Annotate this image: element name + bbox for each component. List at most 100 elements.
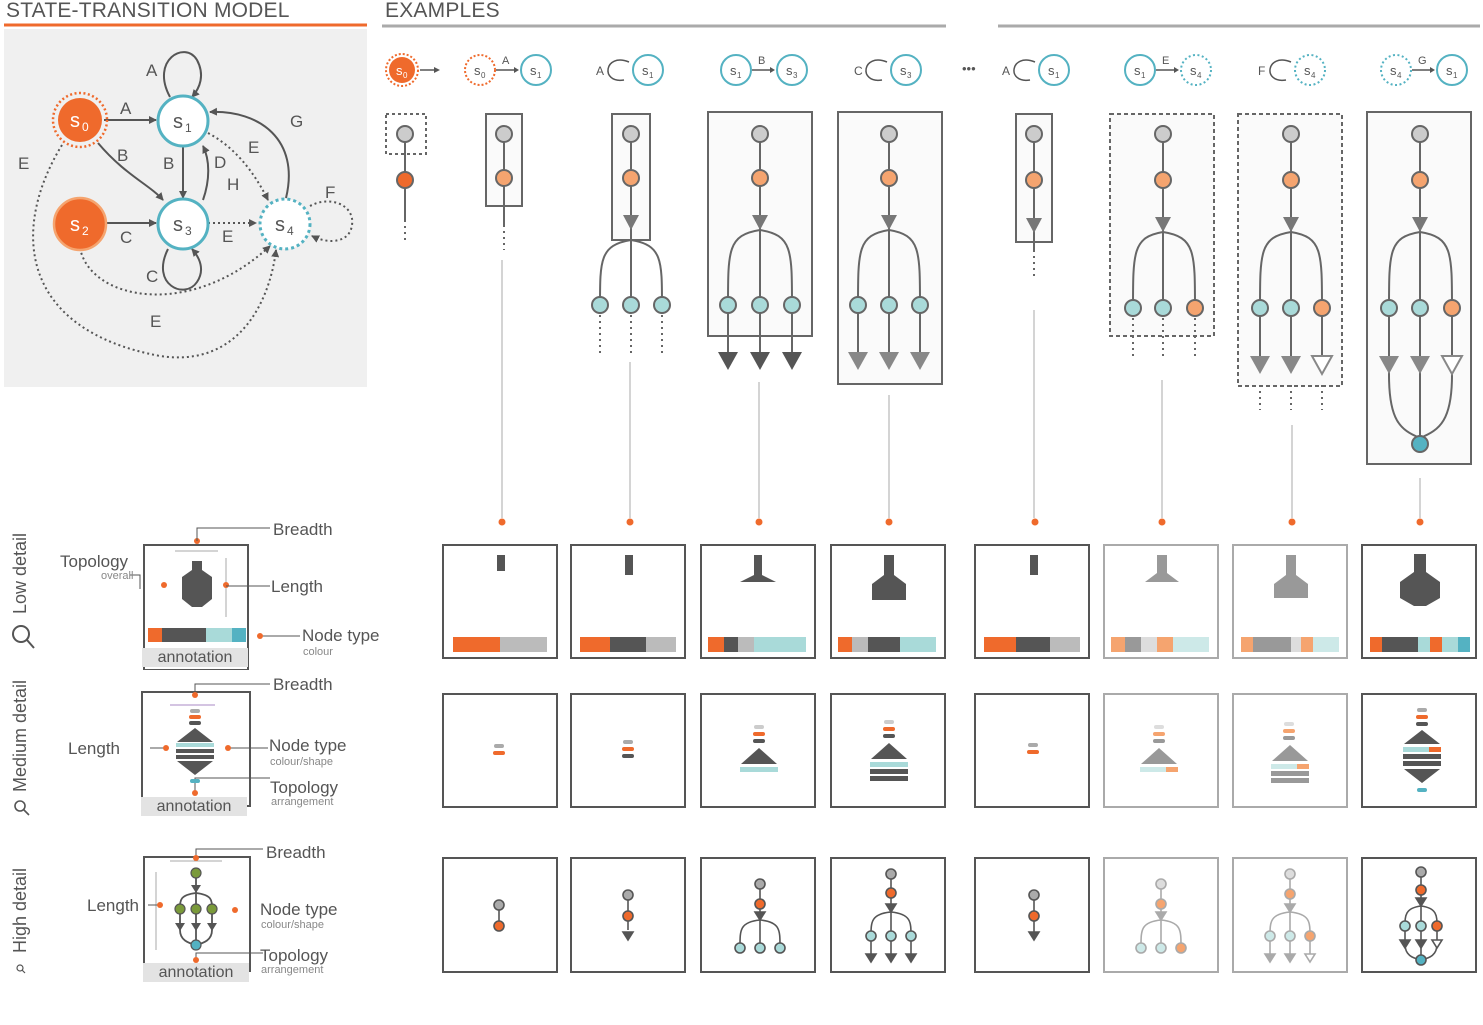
svg-text:s: s [173, 214, 183, 236]
legend-medium-glyph [141, 683, 270, 807]
legend-high-colour-shape: colour/shape [261, 919, 324, 931]
tree-example-0 [385, 113, 427, 240]
state-s2: s 2 [52, 196, 108, 252]
svg-text:s: s [530, 63, 537, 78]
glyph-low-0 [442, 544, 558, 659]
svg-text:0: 0 [403, 71, 408, 80]
tree-example-5 [1015, 113, 1053, 518]
svg-text:s: s [642, 63, 649, 78]
legend-low-breadth: Breadth [273, 520, 333, 539]
svg-text:s: s [730, 63, 737, 78]
tree-example-8 [1366, 111, 1472, 518]
example-trees [385, 111, 1472, 526]
legend-medium-colour-shape: colour/shape [270, 756, 333, 768]
state-s4: s 4 [258, 197, 312, 251]
state-transition-diagram: A A B B D E E E E G H C C F s 0 s 1 [4, 23, 367, 387]
svg-text:2: 2 [82, 224, 89, 238]
state-s3: s 3 [156, 197, 210, 251]
svg-text:s: s [275, 214, 285, 236]
glyph-medium-1 [570, 693, 686, 808]
label-D: D [214, 153, 226, 172]
svg-text:s: s [70, 110, 80, 132]
svg-text:s: s [474, 63, 481, 78]
legend-medium-annotation: annotation [141, 797, 247, 816]
glyph-low-5 [1103, 544, 1219, 659]
legend-low-topology: Topology [60, 552, 129, 571]
tree-example-6 [1109, 113, 1215, 518]
svg-text:1: 1 [1141, 71, 1146, 80]
svg-text:A: A [596, 64, 604, 78]
edge-s2-s4 [79, 245, 271, 296]
svg-text:s: s [1134, 63, 1141, 78]
medium-detail-contents [493, 708, 1441, 792]
legend-high-length: Length [87, 896, 139, 915]
svg-text:s: s [1446, 63, 1453, 78]
magnifier-large-icon [12, 625, 35, 649]
glyph-high-6 [1232, 857, 1348, 973]
legend-medium-topology: Topology [270, 778, 339, 797]
loop-s3 [161, 248, 203, 291]
svg-text:1: 1 [649, 71, 654, 80]
svg-text:0: 0 [481, 71, 486, 80]
glyph-grid [442, 544, 1477, 973]
label-F: F [325, 183, 335, 202]
tree-example-1 [485, 113, 523, 518]
label-B1: B [117, 146, 128, 165]
edge-s3-s1 [202, 145, 210, 201]
svg-text:s: s [786, 63, 793, 78]
examples-header: EXAMPLES [385, 0, 500, 22]
glyph-high-5 [1103, 857, 1219, 973]
legend-medium-breadth: Breadth [273, 675, 333, 694]
zoom-icons [12, 625, 35, 974]
legend-low-leaders [130, 527, 300, 639]
svg-text:s: s [1390, 63, 1397, 78]
svg-text:B: B [758, 55, 765, 67]
state-s1: s 1 [156, 94, 210, 148]
svg-text:s: s [900, 63, 907, 78]
svg-text:A: A [1002, 64, 1010, 78]
glyph-medium-7 [1361, 693, 1477, 808]
svg-text:s: s [70, 214, 80, 236]
glyph-high-7 [1361, 857, 1477, 973]
svg-text:G: G [1418, 55, 1427, 67]
svg-text:A: A [502, 55, 510, 67]
svg-text:1: 1 [185, 121, 192, 135]
svg-text:s: s [1048, 63, 1055, 78]
glyph-high-3 [830, 857, 946, 973]
glyph-low-3 [830, 544, 946, 659]
svg-text:1: 1 [737, 71, 742, 80]
svg-text:4: 4 [287, 224, 294, 238]
label-E1: E [248, 138, 259, 157]
glyph-low-6 [1232, 544, 1348, 659]
state-model-header: STATE-TRANSITION MODEL [6, 0, 290, 22]
svg-text:F: F [1258, 64, 1265, 78]
legend-low-glyph [143, 538, 249, 670]
label-C1: C [120, 228, 132, 247]
edge-s0-s3 [97, 142, 164, 201]
svg-text:3: 3 [793, 71, 798, 80]
magnifier-medium-icon [14, 800, 30, 816]
svg-text:4: 4 [1197, 71, 1202, 80]
svg-text:s: s [396, 63, 403, 78]
glyph-low-2 [700, 544, 816, 659]
edge-s1-s4 [207, 132, 269, 201]
legend-medium-length: Length [68, 739, 120, 758]
label-E2: E [18, 154, 29, 173]
legend-low-colour: colour [303, 646, 333, 658]
glyph-medium-0 [442, 693, 558, 808]
edge-s0-s4 [32, 144, 280, 359]
label-E4: E [150, 312, 161, 331]
legend-high-node-type: Node type [260, 900, 338, 919]
connector-dots [498, 518, 1424, 526]
